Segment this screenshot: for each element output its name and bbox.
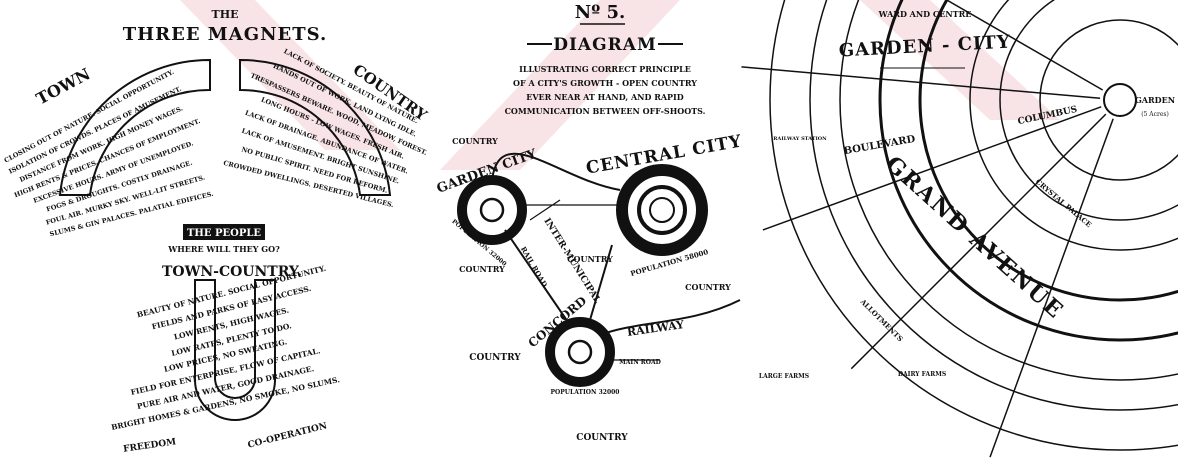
- magnets-heading: THREE MAGNETS.: [123, 24, 328, 45]
- ward-heading-small: WARD AND CENTRE: [878, 9, 972, 19]
- boulevard-label: BOULEVARD: [843, 134, 917, 157]
- town-label: TOWN: [33, 64, 94, 108]
- large-farms-label: LARGE FARMS: [759, 373, 809, 380]
- freedom-label: FREEDOM: [123, 437, 177, 454]
- central-city: [622, 170, 702, 250]
- cooperation-label: CO-OPERATION: [247, 421, 328, 450]
- three-magnets-panel: THE THREE MAGNETS. TOWN COUNTRY CLOSING …: [3, 8, 431, 455]
- railway-station-label: RAILWAY STATION: [773, 136, 827, 142]
- people-label: THE PEOPLE: [187, 228, 261, 239]
- inter-municipal-railway: [492, 154, 740, 335]
- diagram-no5-panel: Nº 5. DIAGRAM ILLUSTRATING CORRECT PRINC…: [435, 2, 744, 443]
- rail-road-label: RAIL ROAD: [519, 245, 549, 289]
- subtitle-line: EVER NEAR AT HAND, AND RAPID: [526, 92, 684, 102]
- concord-city: [550, 322, 610, 382]
- subtitle-line: ILLUSTRATING CORRECT PRINCIPLE: [519, 64, 691, 74]
- country-label-3: COUNTRY: [567, 254, 613, 264]
- subtitle-line: COMMUNICATION BETWEEN OFF-SHOOTS.: [505, 106, 706, 116]
- crystal-palace-label: CRYSTAL PALACE: [1034, 177, 1094, 229]
- country-label-2: COUNTRY: [459, 264, 505, 274]
- central-garden: [1104, 84, 1136, 116]
- radial-road: [990, 119, 1113, 457]
- garden-note: (5 Acres): [1141, 111, 1169, 118]
- town-country-lines: BEAUTY OF NATURE. SOCIAL OPPORTUNITY.FIE…: [110, 264, 340, 432]
- diagram-number: Nº 5.: [575, 2, 626, 23]
- people-question: WHERE WILL THEY GO?: [167, 244, 280, 254]
- allotments-label: ALLOTMENTS: [858, 296, 905, 343]
- subtitle-line: OF A CITY'S GROWTH - OPEN COUNTRY: [513, 78, 697, 88]
- country-lines: LACK OF SOCIETY. BEAUTY OF NATURE.HANDS …: [222, 47, 428, 209]
- country-label-6: COUNTRY: [576, 433, 628, 443]
- country-label-1: COUNTRY: [452, 136, 498, 146]
- dairy-farms-label: DAIRY FARMS: [898, 371, 946, 378]
- railway-label: RAILWAY: [626, 318, 685, 339]
- magnets-heading-small: THE: [212, 8, 239, 21]
- population-concord: POPULATION 32000: [551, 389, 620, 396]
- radial-roads: [741, 0, 1113, 457]
- main-road-label: MAIN ROAD: [619, 359, 661, 366]
- diagram-title: DIAGRAM: [553, 35, 657, 55]
- garden-label: GARDEN: [1135, 95, 1175, 105]
- country-label-5: COUNTRY: [469, 353, 521, 363]
- country-label-4: COUNTRY: [685, 282, 731, 292]
